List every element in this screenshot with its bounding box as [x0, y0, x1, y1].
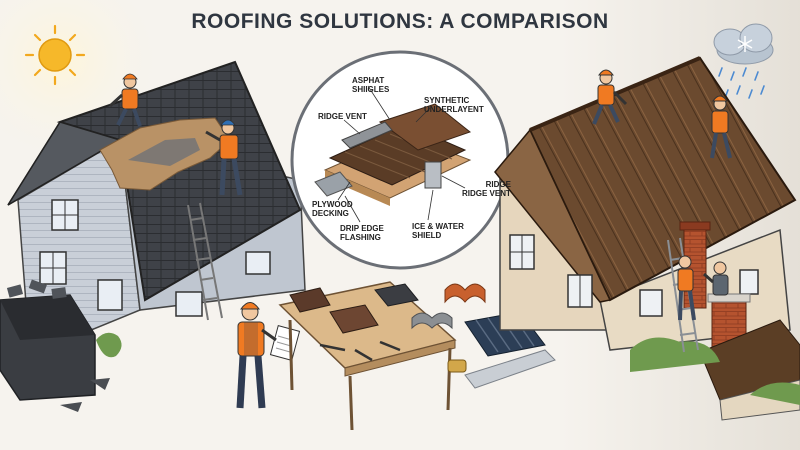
roofer-worker [205, 119, 243, 196]
roofer-worker [677, 255, 696, 321]
roofer-worker [703, 261, 729, 296]
layer-callout [290, 50, 510, 270]
label-ridge-vent: RIDGE VENT [318, 112, 367, 121]
rain-cloud-icon [712, 23, 774, 99]
inspector-worker [236, 302, 301, 409]
roofer-worker [710, 95, 732, 159]
materials-table [278, 281, 457, 431]
snowflake-icon [737, 36, 753, 52]
sun-icon [24, 24, 86, 86]
roof-samples [411, 283, 556, 389]
roofer-worker [592, 69, 628, 125]
label-ice-water-shield: ICE & WATER SHIELD [412, 222, 464, 240]
label-drip-edge-flashing: DRIP EDGE FLASHING [340, 224, 384, 242]
roofer-worker [108, 73, 142, 127]
label-asphalt-shingles: ASPHAT SHIIGLES [352, 76, 390, 94]
label-synthetic-underlayment: SYNTHETIC UNDERLAYENT [424, 96, 484, 114]
label-ridge-vent-right: RIDGE RIDGE VENT [462, 180, 511, 198]
label-plywood-decking: PLYWOOD DECKING [312, 200, 353, 218]
page-title: ROOFING SOLUTIONS: A COMPARISON [191, 10, 609, 33]
debris-dumpster [0, 279, 122, 412]
